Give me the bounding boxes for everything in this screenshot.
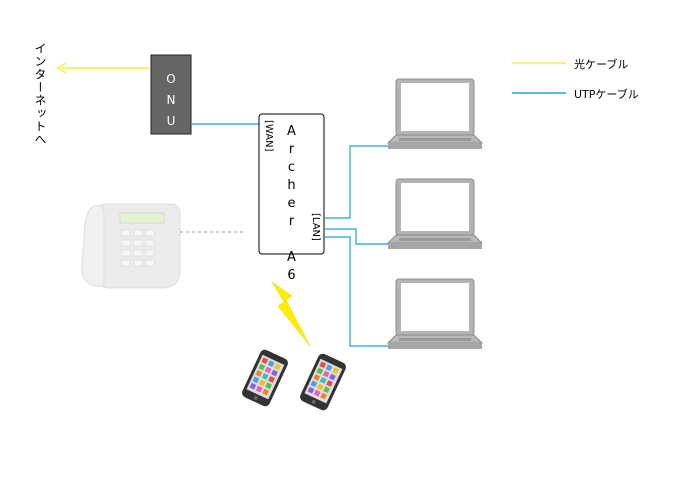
onu-label: ONU <box>164 72 178 135</box>
router-box <box>258 113 325 255</box>
laptop-icon <box>387 78 483 150</box>
desk-phone-icon <box>81 203 181 289</box>
lan-cable-line <box>324 145 392 219</box>
internet-label: インターネットへ <box>33 42 47 146</box>
arrow-icon <box>56 62 67 74</box>
laptop-icon <box>387 178 483 250</box>
smartphone-icon <box>298 352 348 412</box>
lan-cable-line <box>324 236 392 347</box>
wan-port-label: [WAN] <box>263 120 274 152</box>
laptop-icon <box>387 278 483 350</box>
smartphone-icon <box>240 348 290 408</box>
legend-utp-label: UTPケーブル <box>574 88 639 101</box>
legend-fiber-label: 光ケーブル <box>574 58 629 71</box>
lan-cable-line <box>324 228 392 245</box>
wireless-lightning-icon <box>271 281 311 347</box>
lan-port-label: [LAN] <box>310 213 321 241</box>
router-name: Archer A6 <box>284 124 299 286</box>
onu-box <box>150 54 192 135</box>
